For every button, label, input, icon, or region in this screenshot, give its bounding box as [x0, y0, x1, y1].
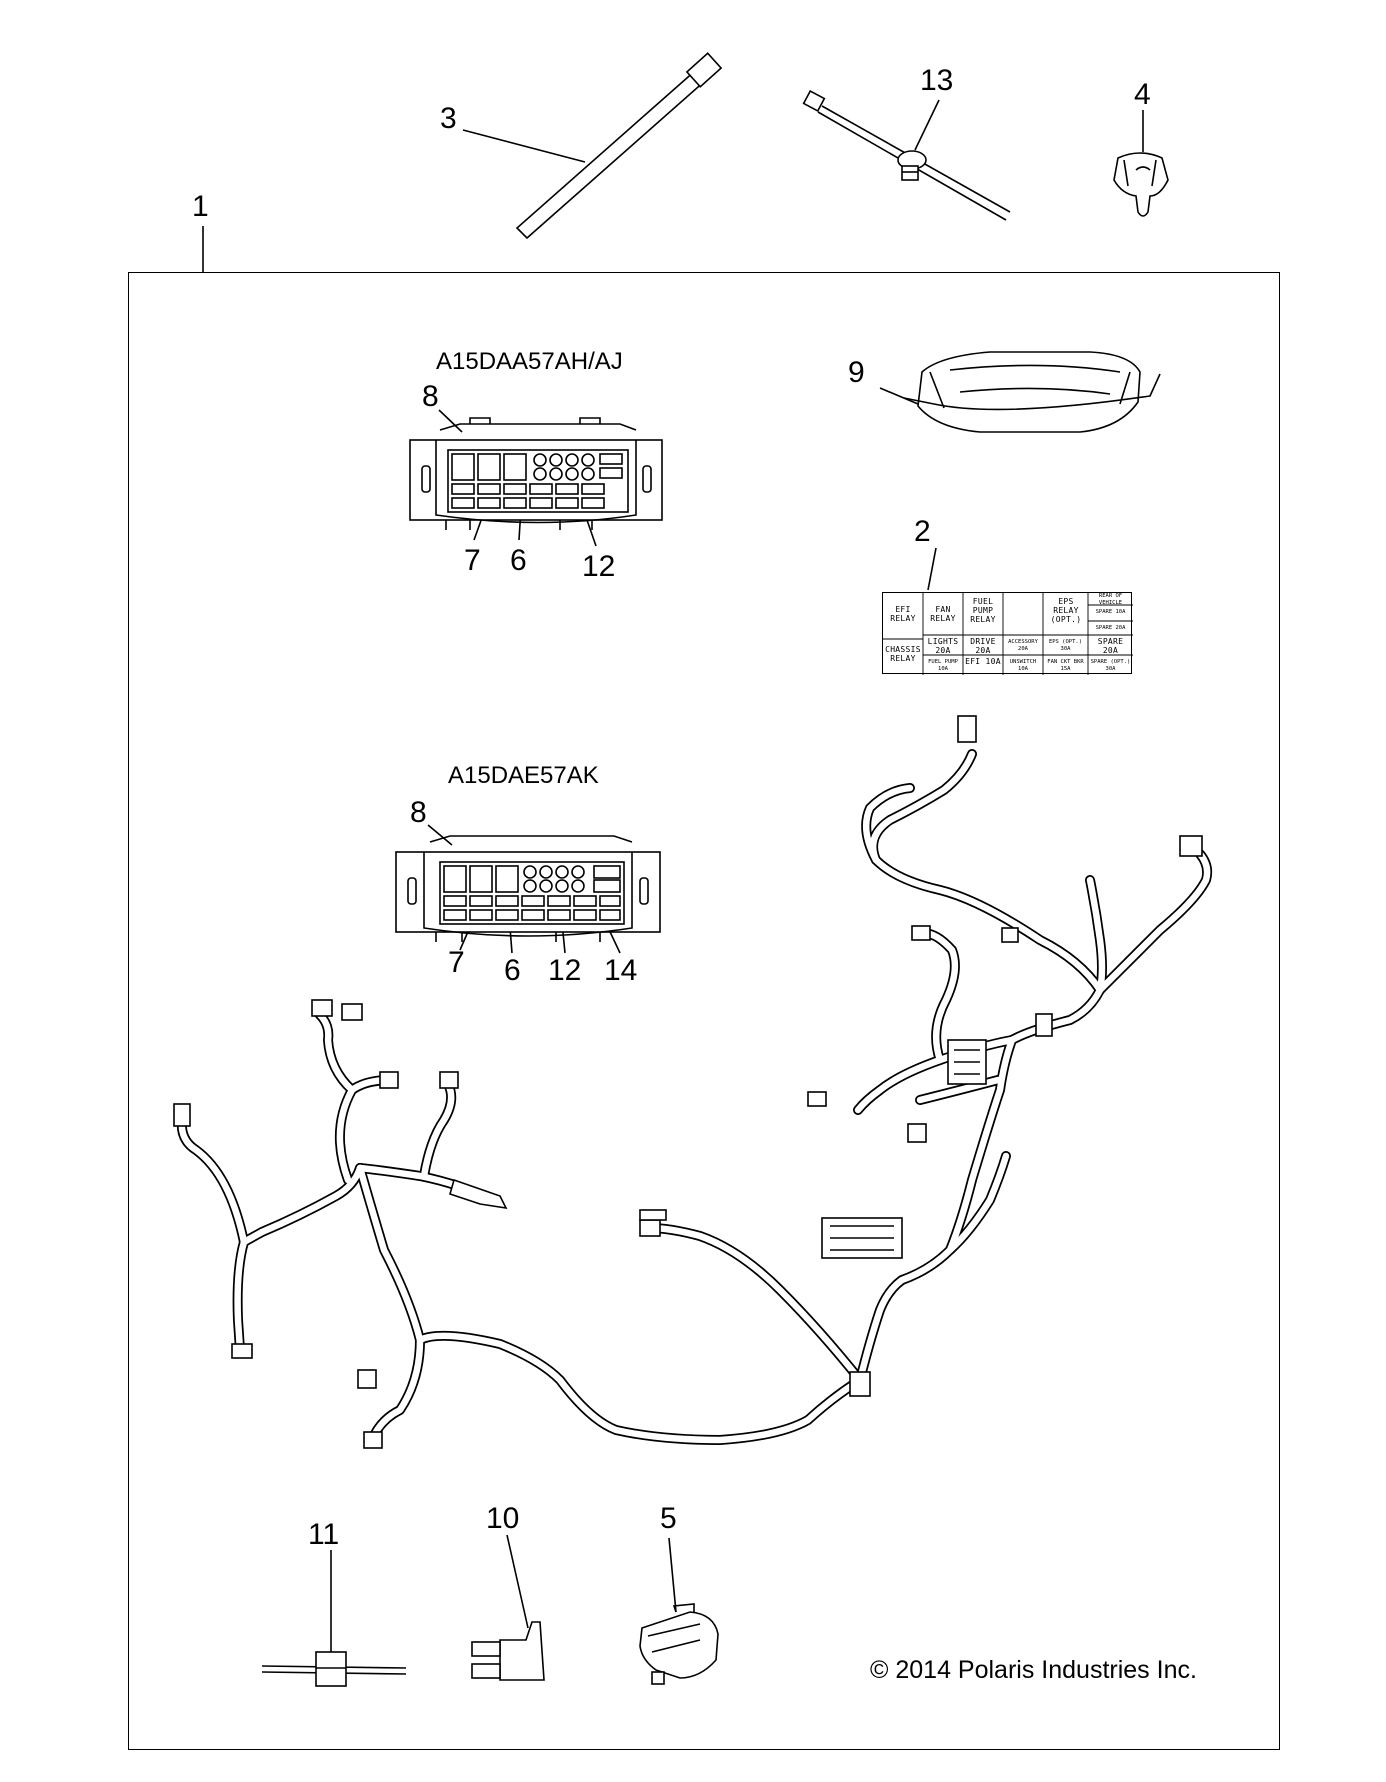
callout-7-upper: 7	[464, 544, 481, 577]
callout-14: 14	[604, 954, 638, 987]
fuse-label-grid	[883, 593, 1133, 675]
label-rear-of-vehicle: REAR OF VEHICLE	[1098, 593, 1123, 606]
fuse-box-lower	[395, 835, 661, 942]
callout-2: 2	[914, 515, 931, 548]
cable-tie-part-3	[515, 52, 723, 240]
clip-part-4	[1113, 152, 1169, 217]
label-fuel-pump-10a: FUEL PUMP 10A	[928, 659, 958, 672]
callout-6-lower: 6	[504, 954, 521, 987]
connector-part-5	[639, 1603, 719, 1685]
label-spare-10a: SPARE 10A	[1095, 609, 1126, 615]
callout-11: 11	[308, 1518, 340, 1551]
label-spare-20a: SPARE 20A	[1097, 637, 1124, 655]
label-unswitch-10a: UNSWITCH 10A	[1009, 659, 1037, 672]
label-efi-relay: EFI RELAY	[890, 605, 916, 623]
callout-7-lower: 7	[448, 946, 465, 979]
label-lights-20a: LIGHTS 20A	[927, 637, 959, 655]
push-mount-tie-part-13	[802, 89, 1011, 221]
inline-fuse-part-11	[261, 1651, 407, 1687]
fuse-grid-lower	[443, 865, 621, 921]
label-eps-opt-30a: EPS (OPT.) 30A	[1048, 639, 1083, 652]
fuse-grid-upper	[451, 453, 623, 509]
callout-8-lower: 8	[410, 796, 427, 829]
callout-12-lower: 12	[548, 954, 582, 987]
label-accessory-20a: ACCESSORY 20A	[1008, 639, 1038, 652]
label-spare-20a-top: SPARE 20A	[1095, 625, 1126, 631]
copyright-notice: © 2014 Polaris Industries Inc.	[870, 1656, 1197, 1684]
assembly-frame-1	[128, 272, 1280, 1750]
variant-label-lower: A15DAE57AK	[448, 762, 599, 789]
label-efi-10a: EFI 10A	[965, 657, 1001, 666]
fuse-box-cover-part-9	[903, 351, 1161, 433]
callout-3: 3	[440, 102, 457, 135]
callout-5: 5	[660, 1502, 677, 1535]
fuse-box-upper	[409, 417, 663, 530]
label-chassis-relay: CHASSIS RELAY	[885, 645, 921, 663]
callout-8-upper: 8	[422, 380, 439, 413]
label-eps-relay: EPS RELAY (OPT.)	[1050, 597, 1082, 624]
fuse-label-decal-part-2: EFI RELAY FAN RELAY FUEL PUMP RELAY EPS …	[882, 592, 1133, 675]
leader-lines	[202, 99, 1144, 1660]
label-spare-opt-30a: SPARE (OPT.) 30A	[1090, 659, 1131, 672]
variant-label-upper: A15DAA57AH/AJ	[436, 348, 623, 375]
callout-12-upper: 12	[582, 550, 616, 583]
label-fan-relay: FAN RELAY	[930, 605, 956, 623]
label-fan-ckt-15a: FAN CKT BKR 15A	[1047, 659, 1084, 672]
callout-6-upper: 6	[510, 544, 527, 577]
callout-13: 13	[920, 64, 954, 97]
wire-harness	[173, 715, 1213, 1449]
callout-10: 10	[486, 1502, 520, 1535]
callout-1: 1	[192, 190, 209, 223]
callout-9: 9	[848, 356, 865, 389]
callout-4: 4	[1134, 78, 1151, 111]
label-drive-20a: DRIVE 20A	[970, 637, 996, 655]
mini-fuse-part-10	[471, 1621, 545, 1681]
label-fuel-pump-relay: FUEL PUMP RELAY	[970, 597, 996, 624]
